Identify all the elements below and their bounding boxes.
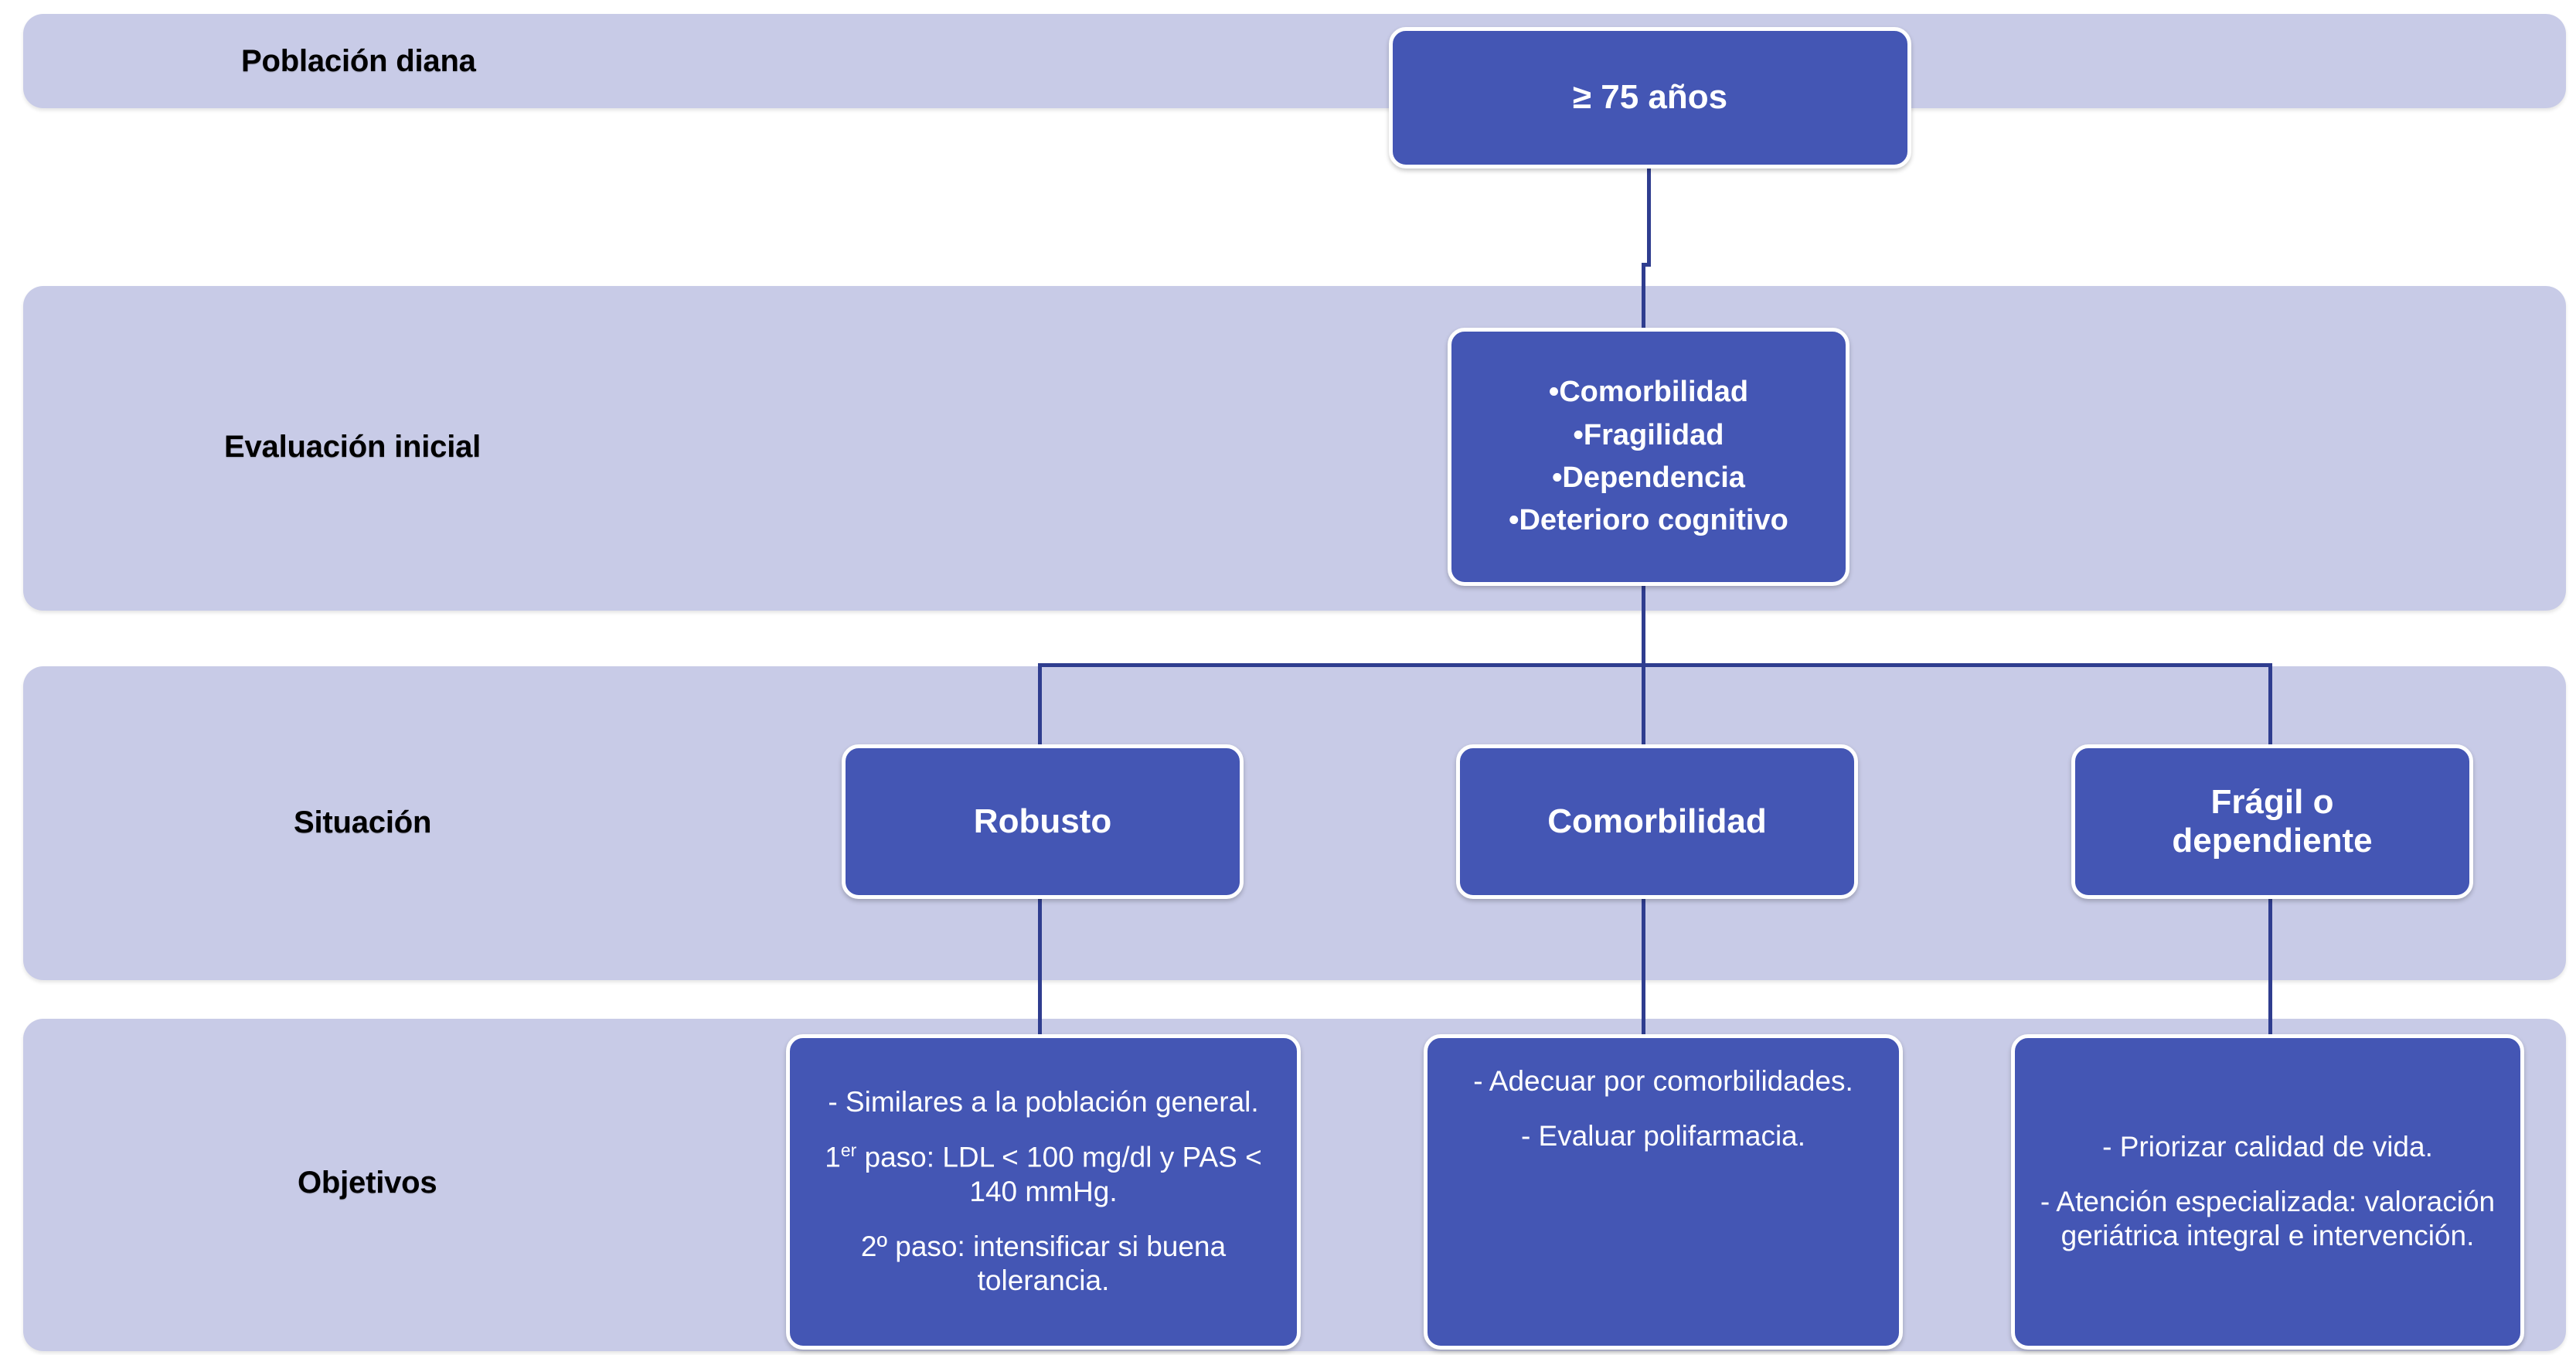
connector-branch-right bbox=[2268, 663, 2272, 748]
node-situacion-fragil-label: Frágil o dependiente bbox=[2172, 782, 2373, 860]
node-situacion-fragil-dependiente[interactable]: Frágil o dependiente bbox=[2071, 744, 2473, 899]
node-objetivos-fragil[interactable]: - Priorizar calidad de vida. - Atención … bbox=[2011, 1034, 2524, 1350]
connector-assessment-drop bbox=[1642, 586, 1645, 667]
list-item: •Dependencia bbox=[1552, 461, 1745, 494]
row-label-poblacion-diana: Población diana bbox=[241, 44, 476, 78]
row-label-evaluacion-inicial: Evaluación inicial bbox=[224, 430, 482, 464]
node-target-population-label: ≥ 75 años bbox=[1572, 78, 1728, 117]
band-evaluacion-inicial bbox=[23, 286, 2566, 611]
node-situacion-comorbilidad-label: Comorbilidad bbox=[1547, 802, 1767, 840]
connector-target-to-assessment-jog bbox=[1642, 263, 1651, 267]
list-item: 1er paso: LDL < 100 mg/dl y PAS < 140 mm… bbox=[808, 1140, 1278, 1210]
node-objetivos-robusto[interactable]: - Similares a la población general. 1er … bbox=[786, 1034, 1301, 1350]
objetivos-fragil-list: - Priorizar calidad de vida. - Atención … bbox=[2021, 1130, 2514, 1254]
band-poblacion-diana bbox=[23, 14, 2566, 108]
list-item: - Similares a la población general. bbox=[828, 1085, 1259, 1118]
node-situacion-robusto[interactable]: Robusto bbox=[842, 744, 1244, 899]
connector-branch-bar bbox=[1038, 663, 2272, 667]
list-item: •Comorbilidad bbox=[1548, 376, 1749, 409]
list-item: - Atención especializada: valoración ger… bbox=[2040, 1185, 2496, 1252]
list-item-suffix: paso: LDL < 100 mg/dl y PAS < 140 mmHg. bbox=[856, 1141, 1262, 1207]
list-item-superscript: er bbox=[840, 1139, 857, 1160]
objetivos-comorbilidad-list: - Adecuar por comorbilidades. - Evaluar … bbox=[1434, 1064, 1893, 1154]
connector-target-to-assessment-lower bbox=[1642, 263, 1645, 329]
node-objetivos-comorbilidad[interactable]: - Adecuar por comorbilidades. - Evaluar … bbox=[1424, 1034, 1903, 1350]
objetivos-robusto-list: - Similares a la población general. 1er … bbox=[796, 1085, 1291, 1299]
node-target-population[interactable]: ≥ 75 años bbox=[1389, 27, 1911, 169]
connector-target-to-assessment-upper bbox=[1647, 169, 1651, 265]
row-label-objetivos: Objetivos bbox=[298, 1166, 437, 1200]
node-situacion-comorbilidad[interactable]: Comorbilidad bbox=[1456, 744, 1858, 899]
list-item: 2º paso: intensificar si buena toleranci… bbox=[860, 1230, 1227, 1297]
connector-robusto-to-objetivos bbox=[1038, 899, 1042, 1034]
list-item: - Priorizar calidad de vida. bbox=[2102, 1130, 2433, 1163]
connector-branch-center bbox=[1642, 663, 1645, 748]
node-initial-assessment[interactable]: •Comorbilidad •Fragilidad •Dependencia •… bbox=[1448, 328, 1849, 586]
connector-fragil-to-objetivos bbox=[2268, 899, 2272, 1034]
connector-comorbilidad-to-objetivos bbox=[1642, 899, 1645, 1034]
list-item: - Evaluar polifarmacia. bbox=[1520, 1119, 1806, 1152]
row-label-situacion: Situación bbox=[294, 805, 432, 839]
initial-assessment-bullet-list: •Comorbilidad •Fragilidad •Dependencia •… bbox=[1451, 371, 1846, 543]
list-item: •Deterioro cognitivo bbox=[1509, 504, 1788, 537]
list-item-prefix: 1 bbox=[825, 1141, 841, 1173]
list-item: - Adecuar por comorbilidades. bbox=[1473, 1065, 1853, 1097]
node-situacion-robusto-label: Robusto bbox=[973, 802, 1112, 840]
list-item: •Fragilidad bbox=[1573, 418, 1724, 451]
connector-branch-left bbox=[1038, 663, 1042, 748]
